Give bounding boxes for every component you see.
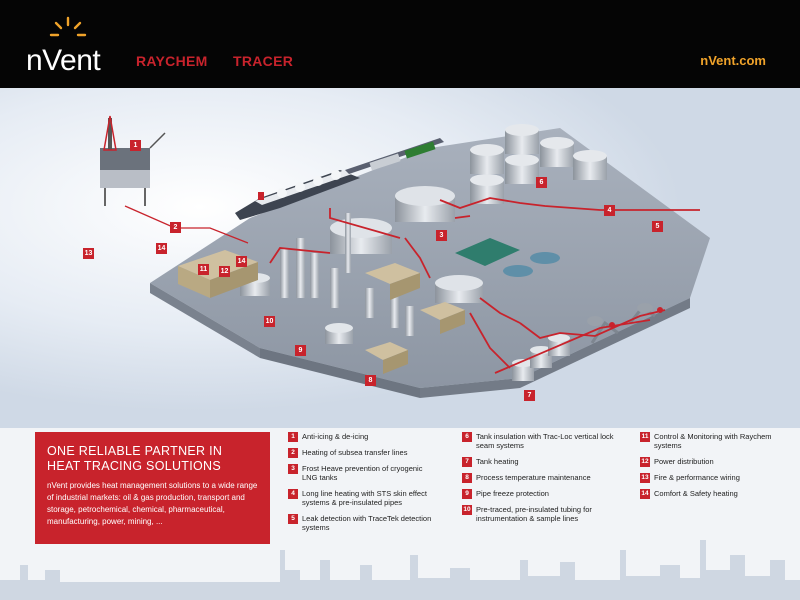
legend-text: Long line heating with STS skin effect s… (302, 489, 427, 507)
plant-illustration: 1 2 3 4 5 6 7 8 9 10 11 12 13 14 14 (0, 88, 800, 428)
legend-text: Process temperature maintenance (476, 473, 591, 482)
legend-text: Anti-icing & de-icing (302, 432, 369, 441)
legend-item: 12 Power distribution (640, 457, 790, 467)
legend-item: 10 Pre-traced, pre-insulated tubing for i… (462, 505, 617, 523)
legend-number: 12 (640, 457, 650, 467)
brand-tracer-link[interactable]: TRACER (233, 53, 294, 69)
legend-number: 2 (288, 448, 298, 458)
legend-number: 9 (462, 489, 472, 499)
legend-text: Heating of subsea transfer lines (302, 448, 408, 457)
partner-panel: ONE RELIABLE PARTNER IN HEAT TRACING SOL… (35, 432, 270, 544)
logo-text: nVent (26, 44, 101, 77)
legend-number: 5 (288, 514, 298, 524)
legend-column-1: 1 Anti-icing & de-icing 2 Heating of subse… (288, 432, 438, 539)
legend-item: 3 Frost Heave prevention of cryogenic LNG… (288, 464, 438, 482)
legend-item: 6 Tank insulation with Trac-Loc vertical … (462, 432, 617, 450)
legend-item: 2 Heating of subsea transfer lines (288, 448, 438, 458)
legend-number: 14 (640, 489, 650, 499)
callout-marker: 13 (83, 248, 94, 259)
legend-number: 10 (462, 505, 472, 515)
legend-text: Control & Monitoring with Raychem system… (654, 432, 772, 450)
callout-marker: 6 (536, 177, 547, 188)
callout-marker: 2 (170, 222, 181, 233)
callout-marker: 7 (524, 390, 535, 401)
legend-text: Pipe freeze protection (476, 489, 549, 498)
legend-text: Tank heating (476, 457, 519, 466)
brand-raychem-link[interactable]: RAYCHEM (136, 53, 208, 69)
partner-description: nVent provides heat management solutions… (47, 481, 258, 526)
legend-item: 9 Pipe freeze protection (462, 489, 617, 499)
site-link[interactable]: nVent.com (700, 53, 766, 68)
legend-text: Leak detection with TraceTek detection s… (302, 514, 432, 532)
legend-item: 5 Leak detection with TraceTek detection … (288, 514, 438, 532)
legend-item: 14 Comfort & Safety heating (640, 489, 790, 499)
callout-marker: 12 (219, 266, 230, 277)
legend-number: 6 (462, 432, 472, 442)
legend-item: 8 Process temperature maintenance (462, 473, 617, 483)
legend-text: Tank insulation with Trac-Loc vertical l… (476, 432, 614, 450)
legend-text: Frost Heave prevention of cryogenic LNG … (302, 464, 423, 482)
callout-marker: 14 (236, 256, 247, 267)
legend-item: 4 Long line heating with STS skin effect … (288, 489, 438, 507)
callout-marker: 4 (604, 205, 615, 216)
legend-number: 4 (288, 489, 298, 499)
legend-text: Comfort & Safety heating (654, 489, 738, 498)
legend-text: Fire & performance wiring (654, 473, 740, 482)
legend-number: 11 (640, 432, 650, 442)
legend-column-2: 6 Tank insulation with Trac-Loc vertical … (462, 432, 617, 530)
callout-marker: 11 (198, 264, 209, 275)
legend-item: 1 Anti-icing & de-icing (288, 432, 438, 442)
legend-text: Power distribution (654, 457, 714, 466)
legend-number: 8 (462, 473, 472, 483)
plant-scene-graphic (0, 88, 800, 428)
city-skyline-graphic (0, 540, 800, 600)
partner-title: ONE RELIABLE PARTNER IN HEAT TRACING SOL… (47, 444, 223, 473)
callout-marker: 3 (436, 230, 447, 241)
callout-marker: 5 (652, 221, 663, 232)
legend-column-3: 11 Control & Monitoring with Raychem syst… (640, 432, 790, 505)
legend-item: 13 Fire & performance wiring (640, 473, 790, 483)
legend-item: 7 Tank heating (462, 457, 617, 467)
legend-number: 1 (288, 432, 298, 442)
callout-marker: 14 (156, 243, 167, 254)
legend-item: 11 Control & Monitoring with Raychem syst… (640, 432, 790, 450)
legend-number: 3 (288, 464, 298, 474)
callout-marker: 9 (295, 345, 306, 356)
callout-marker: 1 (130, 140, 141, 151)
callout-marker: 8 (365, 375, 376, 386)
nvent-logo[interactable]: nVent (26, 14, 116, 77)
legend-number: 13 (640, 473, 650, 483)
header-bar: nVent RAYCHEM TRACER nVent.com (0, 0, 800, 88)
legend-number: 7 (462, 457, 472, 467)
callout-marker: 10 (264, 316, 275, 327)
legend-text: Pre-traced, pre-insulated tubing for ins… (476, 505, 592, 523)
sunburst-icon (49, 16, 87, 37)
